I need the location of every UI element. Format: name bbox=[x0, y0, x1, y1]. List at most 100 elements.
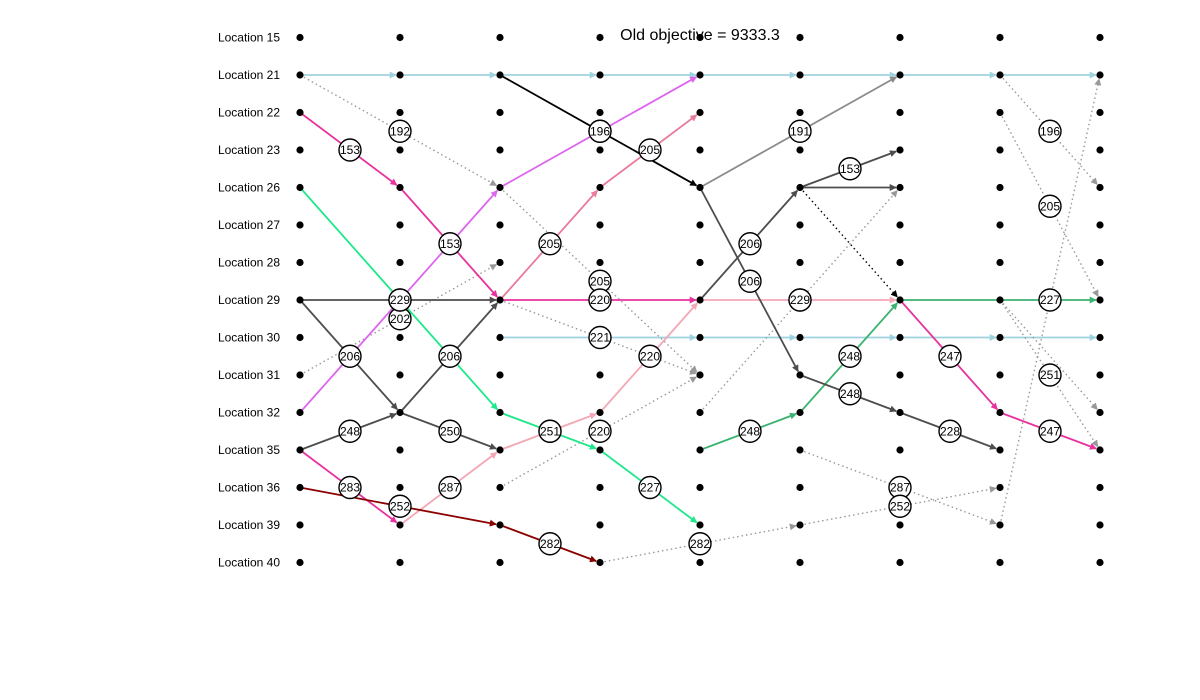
node-dot bbox=[996, 371, 1004, 379]
cost-label: 248 bbox=[338, 419, 362, 443]
cost-circle bbox=[538, 419, 562, 443]
cost-value: 248 bbox=[740, 424, 760, 438]
node-dot bbox=[296, 371, 304, 379]
cost-label: 205 bbox=[538, 232, 562, 256]
location-label: Location 23 bbox=[218, 143, 280, 157]
cost-circle bbox=[788, 288, 812, 312]
cost-value: 196 bbox=[1040, 124, 1060, 138]
node-dot bbox=[896, 296, 904, 304]
node-dot bbox=[496, 296, 504, 304]
node-dot bbox=[496, 108, 504, 117]
node-dot bbox=[396, 33, 404, 42]
node-dot bbox=[596, 221, 604, 229]
node-dot bbox=[696, 558, 704, 567]
cost-label: 252 bbox=[388, 494, 412, 518]
cost-value: 206 bbox=[440, 349, 460, 363]
cost-label: 248 bbox=[838, 382, 862, 406]
node-dot bbox=[496, 446, 504, 454]
location-label: Location 26 bbox=[218, 181, 280, 195]
cost-label: 220 bbox=[588, 419, 612, 443]
node-dot bbox=[496, 183, 504, 192]
cost-circle bbox=[838, 157, 862, 181]
node-dot bbox=[296, 558, 304, 567]
cost-label: 250 bbox=[438, 419, 462, 443]
location-label: Location 32 bbox=[218, 406, 280, 420]
node-dot bbox=[696, 71, 704, 79]
arc-labels: 1922022052212202822062872521962052512271… bbox=[338, 119, 1062, 556]
cost-circle bbox=[438, 344, 462, 368]
cost-circle bbox=[738, 269, 762, 293]
node-dot bbox=[796, 558, 804, 567]
cost-circle bbox=[938, 344, 962, 368]
cost-circle bbox=[388, 119, 412, 143]
cost-value: 228 bbox=[940, 424, 960, 438]
cost-label: 205 bbox=[638, 138, 662, 162]
node-dot bbox=[596, 183, 604, 192]
location-label: Location 35 bbox=[218, 443, 280, 457]
cost-circle bbox=[1038, 194, 1062, 218]
node-dot bbox=[696, 221, 704, 229]
node-dot bbox=[496, 558, 504, 567]
cost-label: 227 bbox=[638, 475, 662, 500]
cost-circle bbox=[1038, 419, 1062, 443]
cost-label: 283 bbox=[338, 475, 362, 500]
cost-label: 153 bbox=[838, 157, 862, 181]
cost-circle bbox=[538, 532, 562, 556]
cost-value: 251 bbox=[540, 424, 560, 438]
node-dot bbox=[1096, 33, 1104, 42]
node-dot bbox=[696, 521, 704, 529]
cost-circle bbox=[338, 138, 362, 162]
cost-label: 153 bbox=[438, 232, 462, 256]
node-dot bbox=[996, 296, 1004, 304]
cost-label: 282 bbox=[538, 532, 562, 556]
node-dot bbox=[396, 408, 404, 417]
cost-label: 206 bbox=[738, 269, 762, 293]
node-dot bbox=[1096, 258, 1104, 267]
location-label: Location 27 bbox=[218, 218, 280, 232]
node-dot bbox=[596, 408, 604, 417]
cost-label: 221 bbox=[588, 325, 612, 350]
node-dot bbox=[696, 333, 704, 342]
node-dot bbox=[896, 71, 904, 79]
cost-label: 196 bbox=[1038, 119, 1062, 143]
cost-circle bbox=[588, 419, 612, 443]
cost-circle bbox=[888, 494, 912, 518]
cost-circle bbox=[638, 475, 662, 500]
arcs bbox=[299, 71, 1102, 564]
cost-circle bbox=[588, 288, 612, 312]
node-grid bbox=[296, 33, 1104, 567]
node-dot bbox=[496, 408, 504, 417]
cost-value: 205 bbox=[1040, 199, 1060, 213]
node-dot bbox=[696, 258, 704, 267]
node-dot bbox=[896, 408, 904, 417]
cost-label: 192 bbox=[388, 119, 412, 143]
cost-value: 205 bbox=[590, 274, 610, 288]
arc-27 bbox=[999, 299, 1098, 411]
cost-circle bbox=[338, 475, 362, 500]
cost-value: 250 bbox=[440, 424, 460, 438]
cost-label: 287 bbox=[438, 475, 462, 500]
node-dot bbox=[996, 558, 1004, 567]
node-dot bbox=[796, 258, 804, 267]
node-dot bbox=[596, 483, 604, 492]
node-dot bbox=[796, 521, 804, 529]
node-dot bbox=[696, 146, 704, 154]
node-dot bbox=[896, 33, 904, 42]
node-dot bbox=[696, 483, 704, 492]
cost-circle bbox=[388, 494, 412, 518]
node-dot bbox=[1096, 183, 1104, 192]
node-dot bbox=[1096, 521, 1104, 529]
cost-label: 206 bbox=[438, 344, 462, 368]
node-dot bbox=[596, 558, 604, 567]
cost-label: 220 bbox=[638, 344, 662, 368]
node-dot bbox=[996, 146, 1004, 154]
location-label: Location 40 bbox=[218, 556, 280, 570]
node-dot bbox=[596, 446, 604, 454]
cost-circle bbox=[638, 344, 662, 368]
node-dot bbox=[796, 183, 804, 192]
node-dot bbox=[796, 446, 804, 454]
cost-value: 220 bbox=[590, 293, 610, 307]
node-dot bbox=[296, 333, 304, 342]
node-dot bbox=[996, 183, 1004, 192]
